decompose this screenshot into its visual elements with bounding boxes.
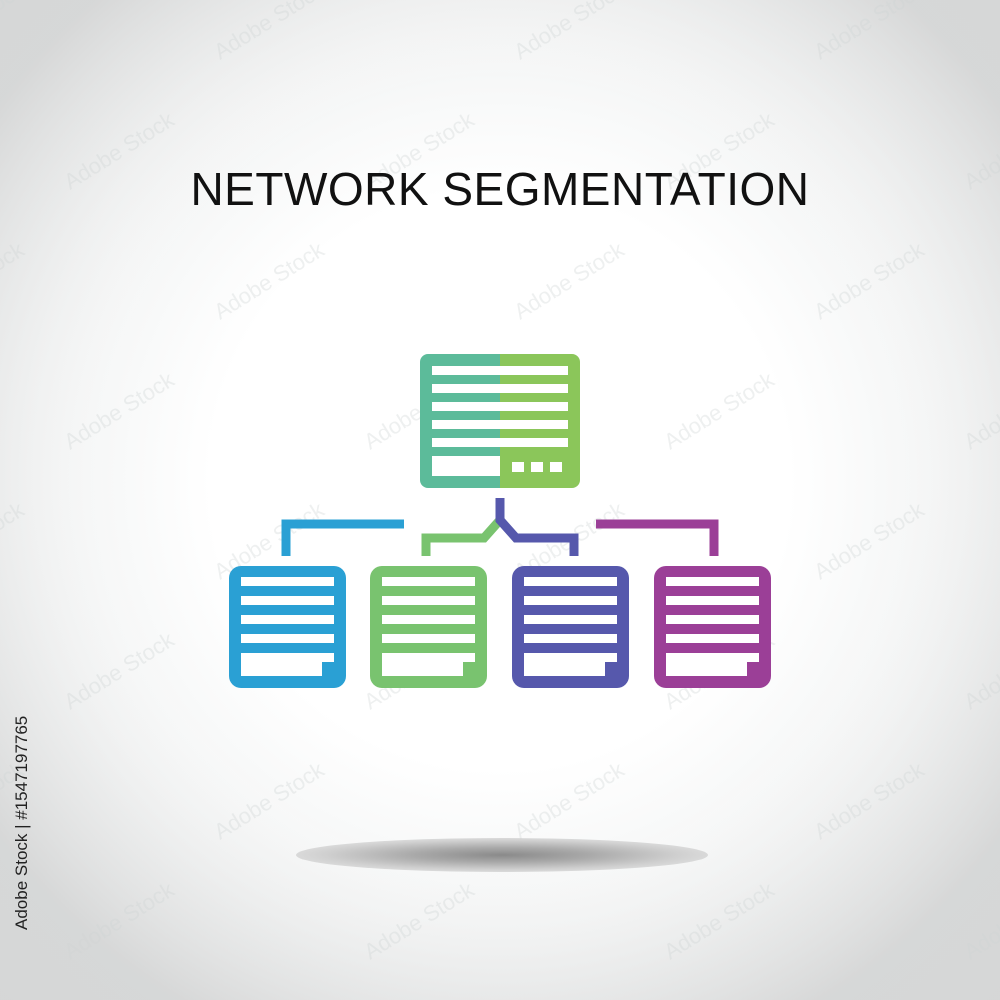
page-title: NETWORK SEGMENTATION [190,163,810,215]
indigo-server-icon [512,566,629,688]
green-server-icon [370,566,487,688]
stock-id-label: Adobe Stock | #1547197765 [12,715,31,930]
floor-shadow [296,838,708,872]
connector-indigo [495,498,579,556]
blue-server-icon [229,566,346,688]
purple-server-icon [654,566,771,688]
connector-blue [281,519,404,556]
connector-purple [596,519,719,556]
connector-green [421,498,505,556]
connector-lines [281,498,719,556]
main-server-icon [420,354,580,488]
